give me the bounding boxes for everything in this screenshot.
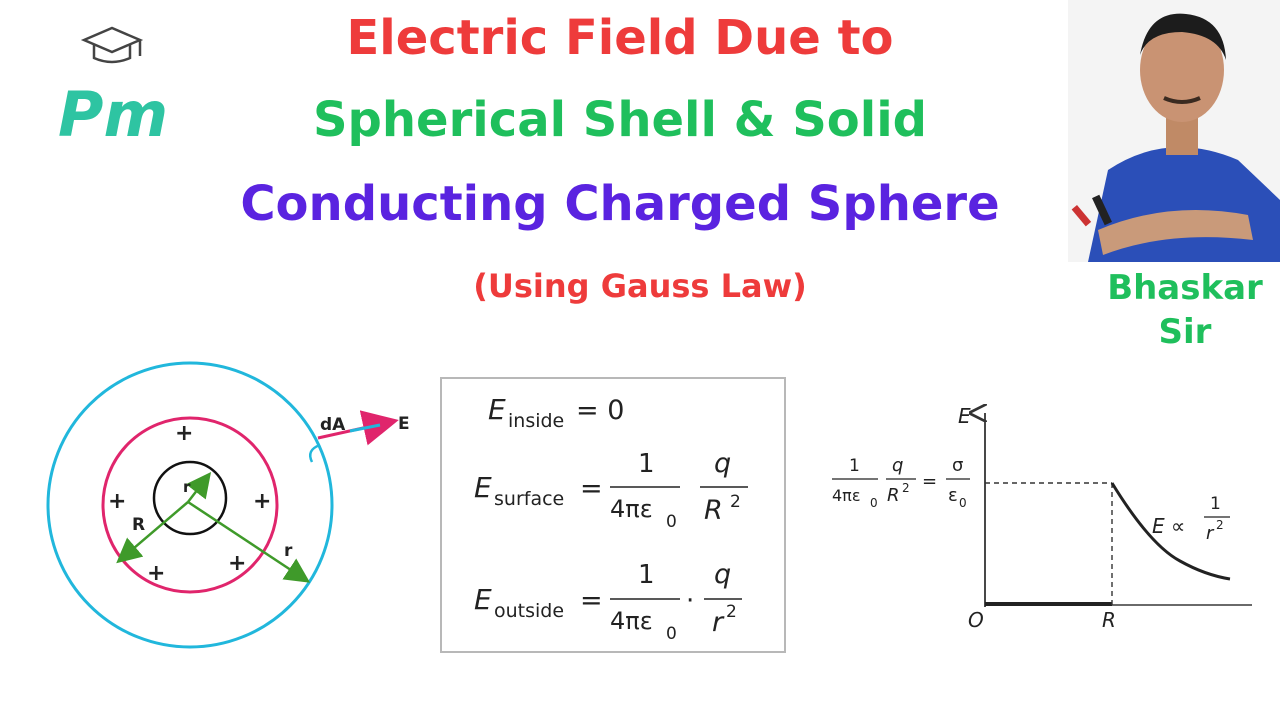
formula-outside-r-exp: 2 (726, 602, 737, 622)
graph-eps: ε (948, 485, 958, 506)
formula-surface-sub: surface (494, 488, 564, 510)
curve-label-num: 1 (1210, 494, 1221, 514)
field-decay-curve (1110, 482, 1231, 581)
formula-outside-q: q (714, 559, 731, 590)
gaussian-sphere-diagram: dA E R r r + + + + + (46, 361, 410, 649)
graph-lhs-den: 4πε (832, 486, 860, 505)
formula-surface-num: 1 (638, 449, 655, 479)
radius-r-inner-arrow (185, 472, 212, 503)
subtitle: (Using Gauss Law) (473, 267, 807, 305)
label-r-outer: r (284, 541, 293, 561)
radius-R-arrow (116, 501, 189, 564)
formula-outside-num: 1 (638, 560, 655, 590)
graph-eps-sub: 0 (959, 496, 967, 510)
formula-outside-den-sub: 0 (666, 624, 677, 644)
plus-charge: + (108, 489, 126, 514)
graph-sigma: σ (952, 455, 963, 476)
charged-sphere (101, 416, 279, 594)
graduation-cap-icon (80, 26, 144, 64)
label-E: E (398, 414, 410, 434)
teacher-photo (1068, 0, 1280, 262)
graph-origin-label: O (968, 608, 984, 632)
plus-charge: + (175, 421, 193, 446)
field-graph: E O R 1 4πε 0 q R 2 = σ ε 0 E ∝ 1 r 2 (832, 404, 1252, 632)
formula-surface-R-exp: 2 (730, 492, 741, 512)
formula-inside-E: E (488, 393, 506, 426)
graph-R-label: R (1102, 608, 1116, 632)
formula-outside-sub: outside (494, 600, 564, 622)
teacher-name: Bhaskar Sir (1107, 268, 1263, 352)
formula-surface-E: E (474, 471, 492, 504)
formula-surface-eq: = (580, 473, 603, 504)
graph-lhs-R-exp: 2 (902, 481, 910, 495)
formula-inside-rhs: = 0 (576, 395, 624, 426)
curve-label-den-exp: 2 (1216, 518, 1224, 532)
title-line-1: Electric Field Due to (346, 10, 894, 66)
label-r-inner: r (183, 478, 191, 496)
graph-y-label: E (958, 404, 971, 428)
graph-lhs-one: 1 (849, 456, 860, 476)
formula-surface-q: q (714, 448, 731, 479)
plus-charge: + (147, 561, 165, 586)
formula-outside-dot: · (686, 586, 694, 616)
formula-outside-eq: = (580, 585, 603, 616)
formula-inside-sub: inside (508, 410, 564, 432)
formula-surface-den-sub: 0 (666, 512, 677, 532)
title-line-2: Spherical Shell & Solid (312, 92, 928, 148)
formula-outside-E: E (474, 583, 492, 616)
graph-lhs-R: R (887, 485, 900, 506)
graph-lhs-den-sub: 0 (870, 496, 878, 510)
curve-label-den: r (1206, 523, 1215, 544)
formula-svg: E inside = 0 E surface = 1 4πε 0 q R 2 E… (474, 393, 748, 644)
radius-r-outer-arrow (187, 500, 311, 583)
logo: Pm (58, 26, 168, 148)
logo-text: Pm (58, 78, 168, 148)
plus-charge: + (253, 489, 271, 514)
label-R: R (132, 515, 145, 535)
curve-label: E ∝ (1152, 514, 1185, 538)
gaussian-surface (46, 361, 334, 649)
formula-box: E inside = 0 E surface = 1 4πε 0 q R 2 E… (440, 377, 786, 653)
title-line-3: Conducting Charged Sphere (240, 176, 1000, 232)
label-dA: dA (320, 415, 346, 435)
formula-outside-den: 4πε (610, 607, 653, 635)
formula-surface-den: 4πε (610, 495, 653, 523)
graph-lhs-q: q (892, 455, 903, 476)
formula-outside-r: r (712, 607, 725, 638)
formula-surface-R: R (704, 495, 723, 526)
plus-charge: + (228, 551, 246, 576)
area-element (309, 443, 321, 463)
inner-gaussian-surface (152, 460, 228, 536)
graph-eq: = (922, 471, 937, 492)
